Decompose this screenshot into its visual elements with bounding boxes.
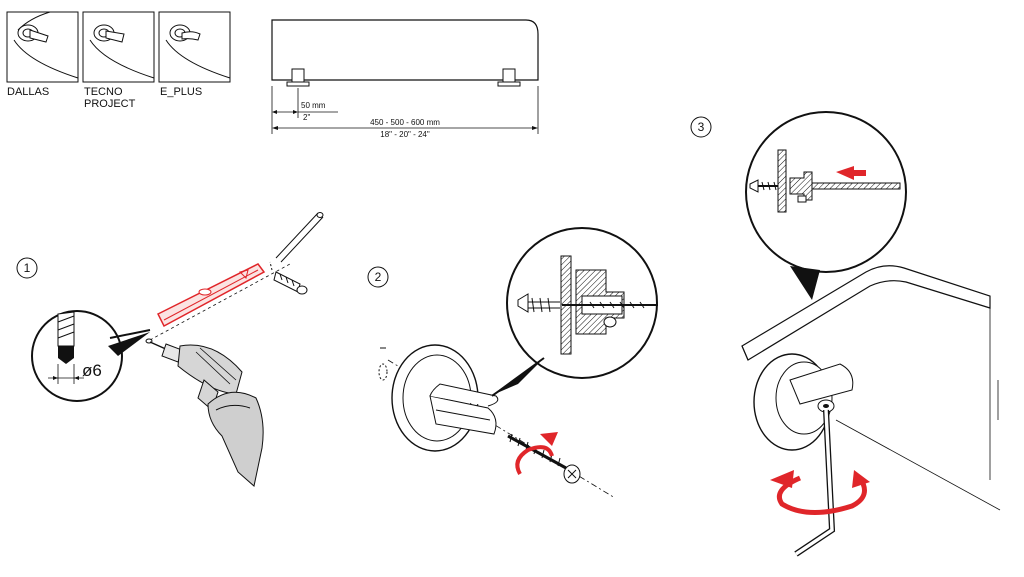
drill-diameter-label: ø6 [82,361,102,380]
mounted-bracket [753,353,854,451]
hand [207,391,264,487]
step-3-detail [745,111,907,300]
model-thumb-e-plus [158,11,231,83]
rotation-arrow-icon [770,470,870,516]
step-3: 3 [690,111,1001,557]
allen-key [794,409,836,557]
dim-offset-in: 2" [303,113,310,122]
model-label-tecno-project: TECNO PROJECT [84,86,136,110]
rotation-arrow-icon [515,432,558,475]
step-1: 1 [16,212,324,487]
step-2: 2 [367,227,658,499]
model-label-e-plus: E_PLUS [160,86,203,98]
glass-shelf [741,265,1001,511]
step-2-number: 2 [375,270,382,284]
screw [507,433,581,484]
dim-length-in: 18" - 20" - 24" [380,130,430,139]
dim-length-mm: 450 - 500 - 600 mm [370,118,440,127]
step-3-number: 3 [698,120,705,134]
step-1-number: 1 [24,261,31,275]
model-thumb-tecno-project [82,11,155,83]
dim-offset-mm: 50 mm [301,101,326,110]
shelf-dimension-drawing: 50 mm 2" 450 - 500 - 600 mm 18" - 20" - … [271,19,539,139]
step-2-detail [490,227,658,397]
model-label-dallas: DALLAS [7,86,50,98]
spirit-level [156,263,266,328]
drill-bit-detail: ø6 [31,310,151,402]
model-thumb-dallas [6,11,79,83]
rod-rail [275,212,324,263]
wall-plug [269,261,308,295]
shelf-support-bracket [391,344,499,452]
